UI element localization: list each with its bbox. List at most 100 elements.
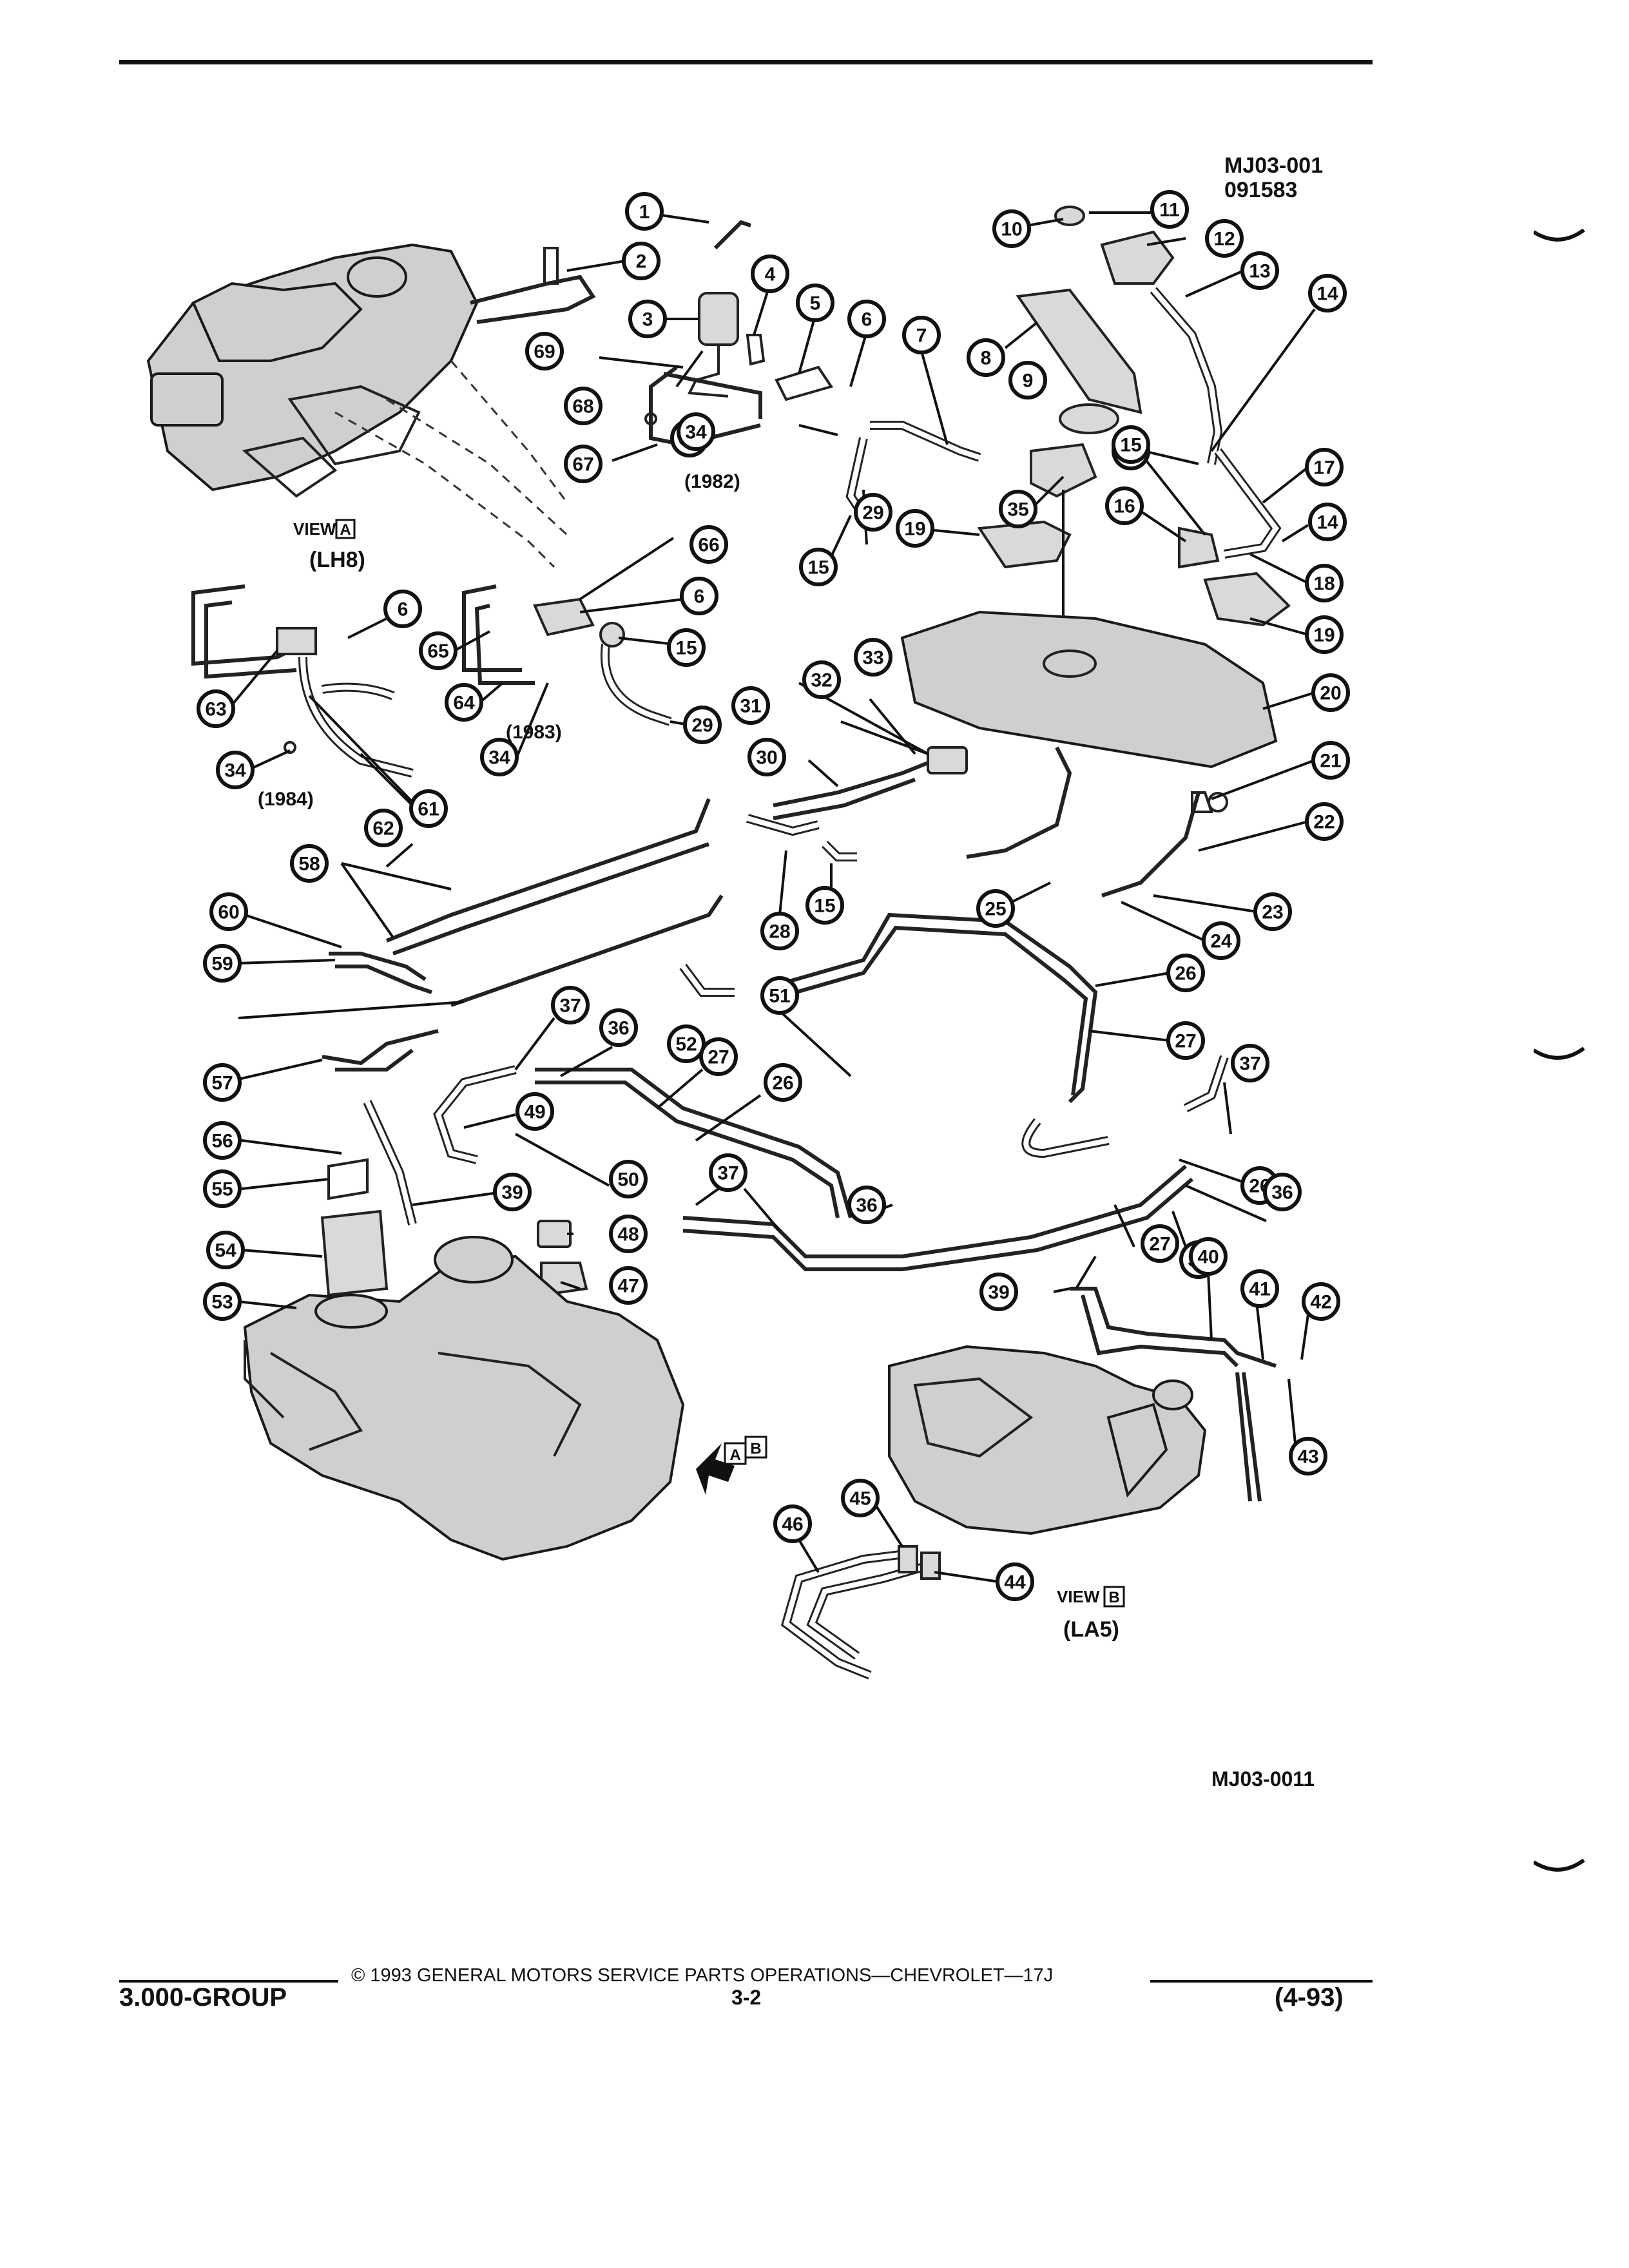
callout-27: 27	[1141, 1224, 1179, 1263]
callout-16: 16	[1105, 486, 1144, 525]
callout-59: 59	[203, 944, 242, 983]
callout-circle	[1205, 219, 1244, 258]
callout-number: 56	[211, 1131, 233, 1152]
callout-number: 39	[501, 1182, 523, 1204]
callout-67: 67	[564, 445, 602, 483]
callout-number: 20	[1320, 683, 1341, 704]
footer-revision: (4-93)	[1275, 1983, 1344, 2012]
callout-circle	[667, 1024, 706, 1063]
figure-code-bottom: MJ03-0011	[1211, 1767, 1315, 1791]
callout-35: 35	[999, 490, 1037, 528]
callout-circle	[525, 332, 564, 370]
callout-circle	[999, 490, 1037, 528]
callout-circle	[731, 686, 770, 725]
callout-number: 52	[675, 1034, 697, 1055]
view-a-label: VIEW A (LH8)	[293, 519, 365, 572]
callout-number: 6	[694, 586, 705, 608]
callout-number: 37	[1239, 1053, 1260, 1075]
callout-number: 36	[608, 1018, 629, 1039]
callout-circle	[564, 445, 602, 483]
callout-circle	[1289, 1437, 1327, 1475]
callout-circle	[976, 889, 1015, 928]
callout-51: 51	[760, 976, 799, 1015]
callout-14: 14	[1308, 274, 1347, 312]
callout-number: 69	[534, 341, 555, 363]
callout-number: 58	[298, 854, 320, 875]
callout-36: 36	[1263, 1173, 1302, 1211]
sender-35	[1030, 443, 1097, 498]
callout-number: 18	[1313, 573, 1335, 595]
callout-circle	[203, 1169, 242, 1208]
callout-30: 30	[747, 738, 786, 776]
callout-circle	[802, 660, 841, 699]
callout-number: 22	[1313, 812, 1335, 833]
callout-circle	[847, 300, 886, 338]
callout-circle	[625, 192, 664, 231]
view-a-word: VIEW	[293, 519, 336, 539]
callout-circle	[209, 892, 248, 931]
callout-circle	[197, 689, 235, 728]
callout-circle	[760, 976, 799, 1015]
callout-19: 19	[896, 509, 934, 548]
callout-15: 15	[1112, 425, 1150, 464]
callout-number: 37	[717, 1163, 738, 1184]
lock-ring-9	[1059, 403, 1119, 434]
callout-47: 47	[609, 1266, 648, 1305]
callout-number: 11	[1159, 200, 1180, 221]
callout-number: 42	[1310, 1292, 1331, 1313]
engine-bottom-left-illustration	[243, 1236, 685, 1561]
callout-circle	[203, 1063, 242, 1102]
view-b-word: VIEW	[1057, 1587, 1100, 1606]
callout-circle	[364, 809, 403, 847]
figure-code-top: MJ03-001	[1224, 153, 1324, 178]
callout-52: 52	[667, 1024, 706, 1063]
callout-number: 59	[211, 954, 233, 975]
callout-circle	[1305, 615, 1344, 654]
callout-number: 4	[765, 264, 776, 285]
callout-39: 39	[493, 1173, 532, 1211]
callout-circle	[699, 1037, 738, 1076]
callout-circle	[290, 844, 329, 883]
callout-circle	[1305, 802, 1344, 841]
callout-3: 3	[628, 300, 667, 338]
callout-circle	[683, 706, 722, 744]
callout-number: 41	[1249, 1279, 1270, 1300]
callout-circle	[847, 1186, 886, 1224]
fuel-tank-20	[900, 610, 1278, 769]
callout-28: 28	[760, 912, 799, 950]
callout-number: 24	[1210, 931, 1232, 952]
callout-circle	[493, 1173, 532, 1211]
callout-5: 5	[796, 284, 834, 322]
view-direction-arrow	[696, 1443, 735, 1495]
callout-number: 8	[981, 348, 992, 369]
callout-62: 62	[364, 809, 403, 847]
callout-number: 29	[862, 503, 883, 524]
callout-50: 50	[609, 1160, 648, 1198]
callout-number: 49	[524, 1102, 545, 1123]
callout-number: 13	[1249, 261, 1270, 282]
callout-number: 61	[418, 799, 439, 820]
callout-number: 3	[642, 309, 653, 331]
callout-17: 17	[1305, 448, 1344, 486]
callout-27: 27	[1166, 1021, 1205, 1060]
callout-number: 12	[1213, 229, 1235, 250]
callout-12: 12	[1205, 219, 1244, 258]
callout-circle	[799, 548, 838, 586]
callout-number: 39	[988, 1282, 1009, 1303]
view-b-engine: (LA5)	[1063, 1617, 1119, 1642]
callout-number: 5	[810, 293, 821, 314]
top-rule	[119, 60, 1373, 64]
callout-circle	[1305, 564, 1344, 602]
callout-number: 37	[559, 995, 581, 1017]
callout-number: 64	[453, 693, 475, 714]
callout-number: 7	[916, 325, 927, 347]
callout-circle	[680, 577, 718, 615]
callout-number: 31	[740, 696, 761, 717]
callout-7: 7	[902, 316, 941, 354]
callout-14: 14	[1308, 503, 1347, 541]
callout-number: 51	[769, 986, 790, 1007]
figure-date-code: 091583	[1224, 178, 1298, 202]
callout-circle	[1308, 274, 1347, 312]
callout-55: 55	[203, 1169, 242, 1208]
callout-circle	[203, 1121, 242, 1160]
